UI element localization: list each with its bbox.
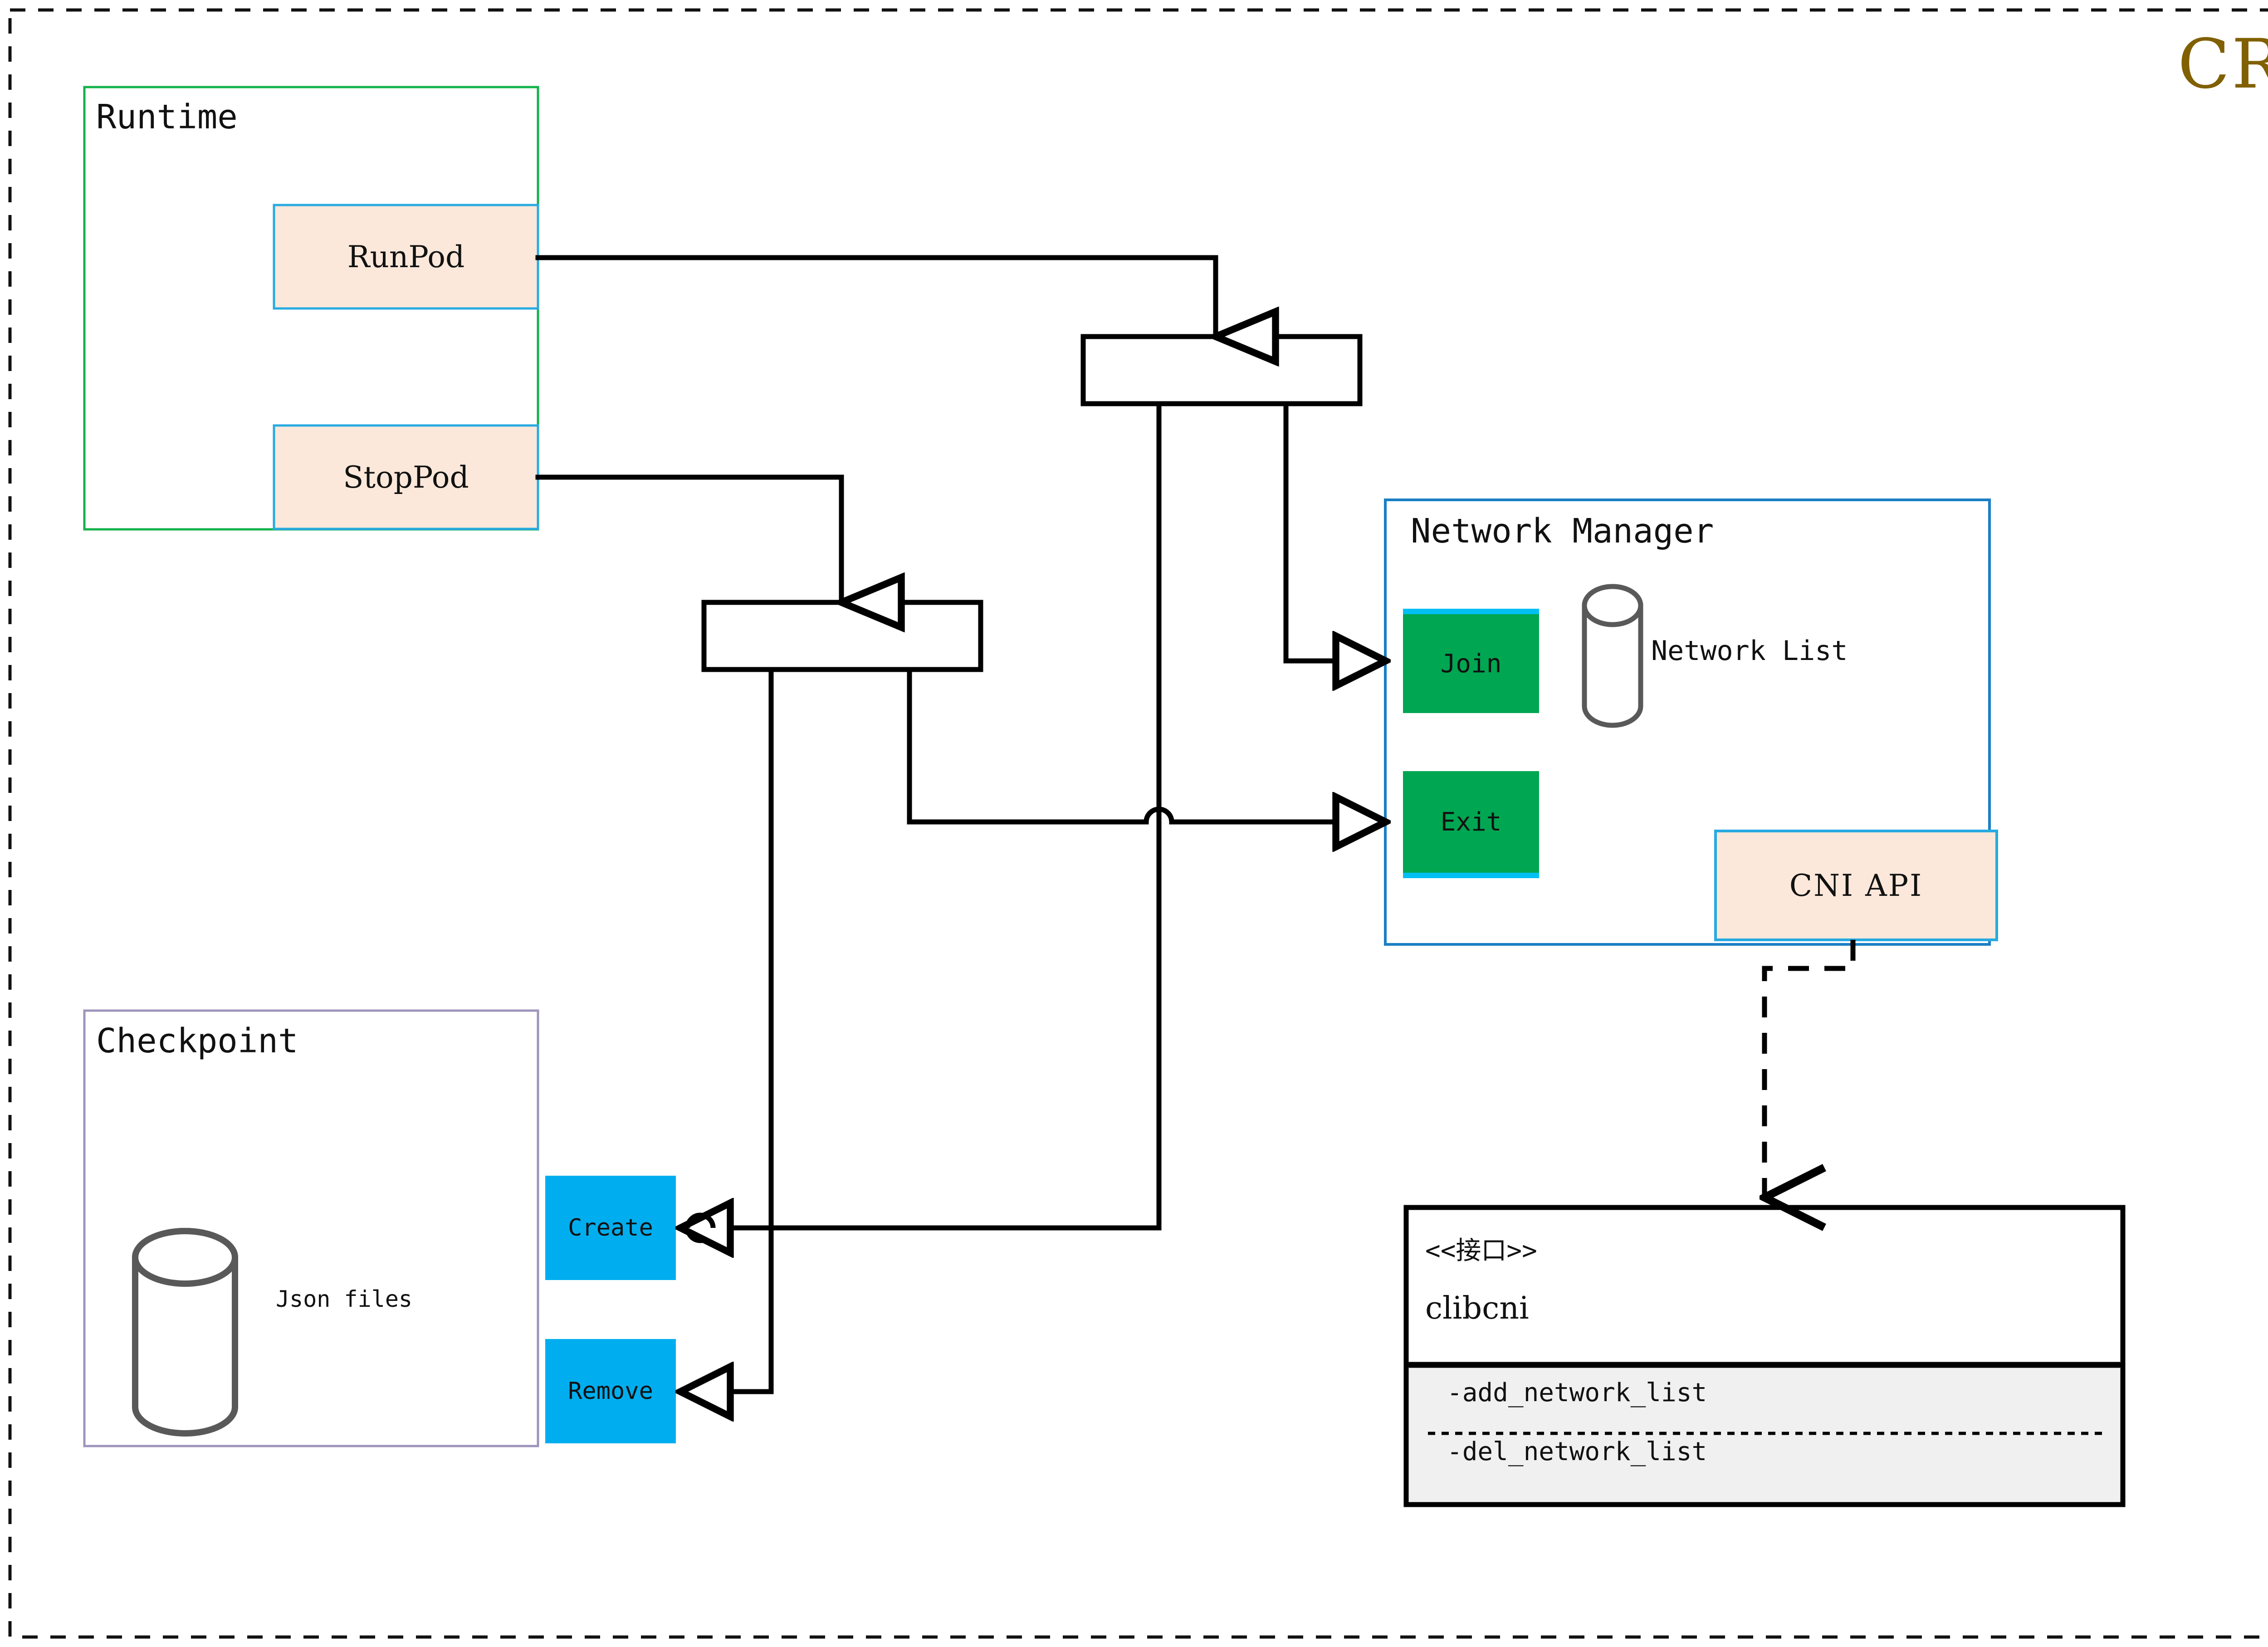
- edge-fork-runpod-right-to-join: [1283, 401, 1386, 661]
- stoppod-box[interactable]: [273, 424, 539, 530]
- checkpoint-group-label: Checkpoint: [96, 1021, 298, 1061]
- runtime-group-label: Runtime: [96, 98, 238, 137]
- network-list-cylinder-icon: [1582, 584, 1643, 728]
- line-hop-create: [685, 1212, 716, 1228]
- fork-stoppod-bar: [701, 600, 983, 672]
- interface-stereotype: <<接口>>: [1425, 1236, 1537, 1266]
- page-title: CRI: [2178, 25, 2268, 104]
- join-label: Join: [1440, 649, 1502, 679]
- network-list-label: Network List: [1651, 635, 1848, 667]
- json-files-label: Json files: [276, 1286, 413, 1312]
- network-manager-group-label: Network Manager: [1411, 512, 1714, 551]
- line-hop-exit: [1144, 806, 1174, 822]
- create-label: Create: [568, 1214, 653, 1241]
- exit-label: Exit: [1440, 807, 1502, 837]
- runpod-label: RunPod: [347, 239, 465, 274]
- remove-box[interactable]: [545, 1339, 676, 1443]
- remove-label: Remove: [568, 1378, 653, 1405]
- join-box[interactable]: [1403, 609, 1539, 713]
- create-box[interactable]: [545, 1176, 676, 1280]
- interface-method-add: -add_network_list: [1447, 1378, 1707, 1408]
- outer-frame: [8, 8, 2268, 1639]
- edge-fork-stoppod-right-to-exit: [907, 667, 1386, 822]
- stoppod-label: StopPod: [343, 459, 469, 495]
- runpod-box[interactable]: [273, 204, 539, 310]
- cni-api-label: CNI API: [1789, 868, 1923, 903]
- edge-fork-runpod-left-to-create: [680, 401, 1162, 1241]
- cni-api-box[interactable]: [1714, 830, 1998, 941]
- interface-method-del: -del_network_list: [1447, 1437, 1707, 1466]
- fork-runpod-bar: [1080, 334, 1363, 406]
- json-files-cylinder-icon: [132, 1228, 238, 1437]
- edge-fork-stoppod-left-to-remove: [680, 667, 774, 1392]
- edge-stoppod-to-fork: [535, 474, 841, 602]
- exit-box[interactable]: [1403, 771, 1539, 878]
- edge-runpod-to-fork: [535, 255, 1216, 337]
- interface-name: clibcni: [1425, 1290, 1529, 1326]
- clibcni-interface-box[interactable]: [1403, 1205, 2126, 1507]
- edge-cniapi-to-clibcni: [1765, 940, 1856, 1197]
